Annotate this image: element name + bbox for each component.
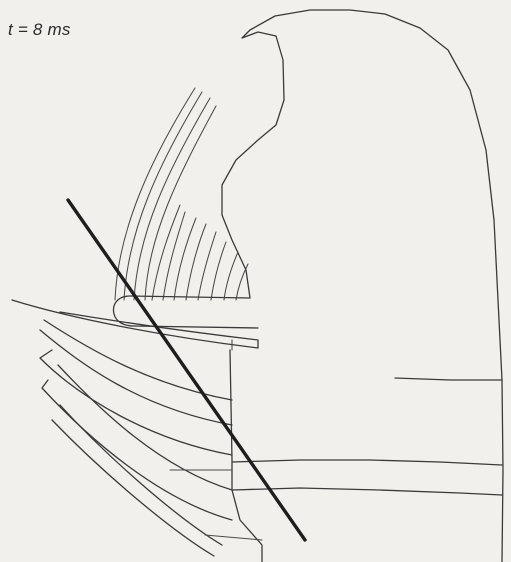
blade-appendage xyxy=(12,300,258,348)
cut-line xyxy=(68,200,305,540)
segment-line-upper xyxy=(395,378,502,380)
bristle-fan xyxy=(115,88,248,300)
lower-plates xyxy=(40,320,262,556)
segment-line-middle xyxy=(232,460,502,465)
